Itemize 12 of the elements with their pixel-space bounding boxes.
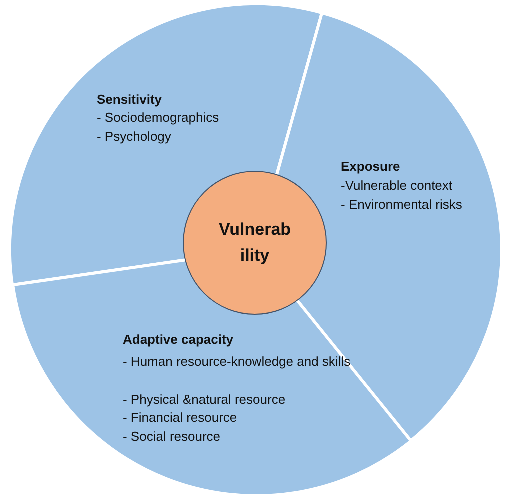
- list-item: -Vulnerable context: [341, 176, 454, 195]
- list-item: - Human resource-knowledge and skills: [122, 353, 352, 371]
- list-item: - Physical &natural resource: [122, 391, 287, 409]
- list-item: - Environmental risks: [341, 196, 464, 214]
- list-item: - Psychology: [96, 128, 172, 146]
- list-item: - Financial resource: [122, 409, 238, 427]
- sector-heading: Exposure: [341, 158, 400, 176]
- list-item: - Social resource: [122, 428, 222, 446]
- sector-heading: Sensitivity: [96, 90, 162, 109]
- sector-heading: Adaptive capacity: [122, 331, 234, 349]
- center-label: Vulnerab ility: [218, 219, 292, 267]
- list-item: - Sociodemographics: [96, 108, 220, 127]
